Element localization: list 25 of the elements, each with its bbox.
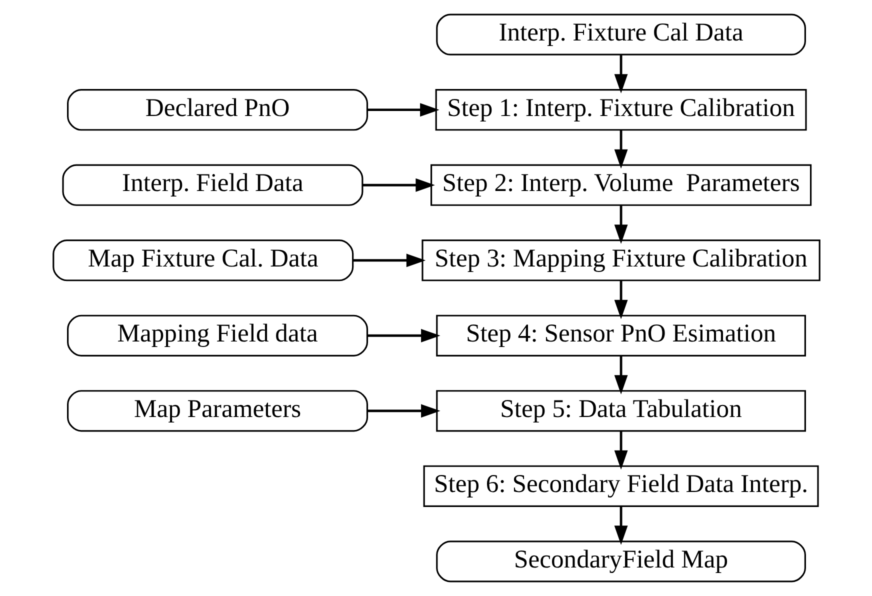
arrow [614,506,628,545]
arrow [614,280,628,320]
arrow [366,103,439,117]
arrow [362,178,434,192]
node-box: Step 6: Secondary Field Data Interp. [422,465,818,507]
node-box: Map Parameters [66,390,368,432]
node-box: Step 4: Sensor PnO Esimation [436,314,806,356]
node-box: Step 1: Interp. Fixture Calibration [434,89,806,131]
arrow [614,206,628,244]
arrow [614,130,628,169]
node-box: Step 3: Mapping Fixture Calibration [421,240,820,282]
node-box: Step 5: Data Tabulation [436,390,806,432]
node-box: Interp. Field Data [62,164,363,206]
node-box: Step 2: Interp. Volume Parameters [430,164,812,206]
arrow [614,356,628,394]
arrow [614,431,628,470]
node-box: Declared PnO [66,89,368,131]
arrow [366,404,440,418]
arrow [366,328,440,342]
node-box: Mapping Field data [66,314,368,356]
node-box: SecondaryField Map [436,540,806,582]
node-box: Interp. Fixture Cal Data [436,14,806,56]
arrow [352,254,426,268]
arrow [614,55,628,94]
node-box: Map Fixture Cal. Data [52,240,354,282]
